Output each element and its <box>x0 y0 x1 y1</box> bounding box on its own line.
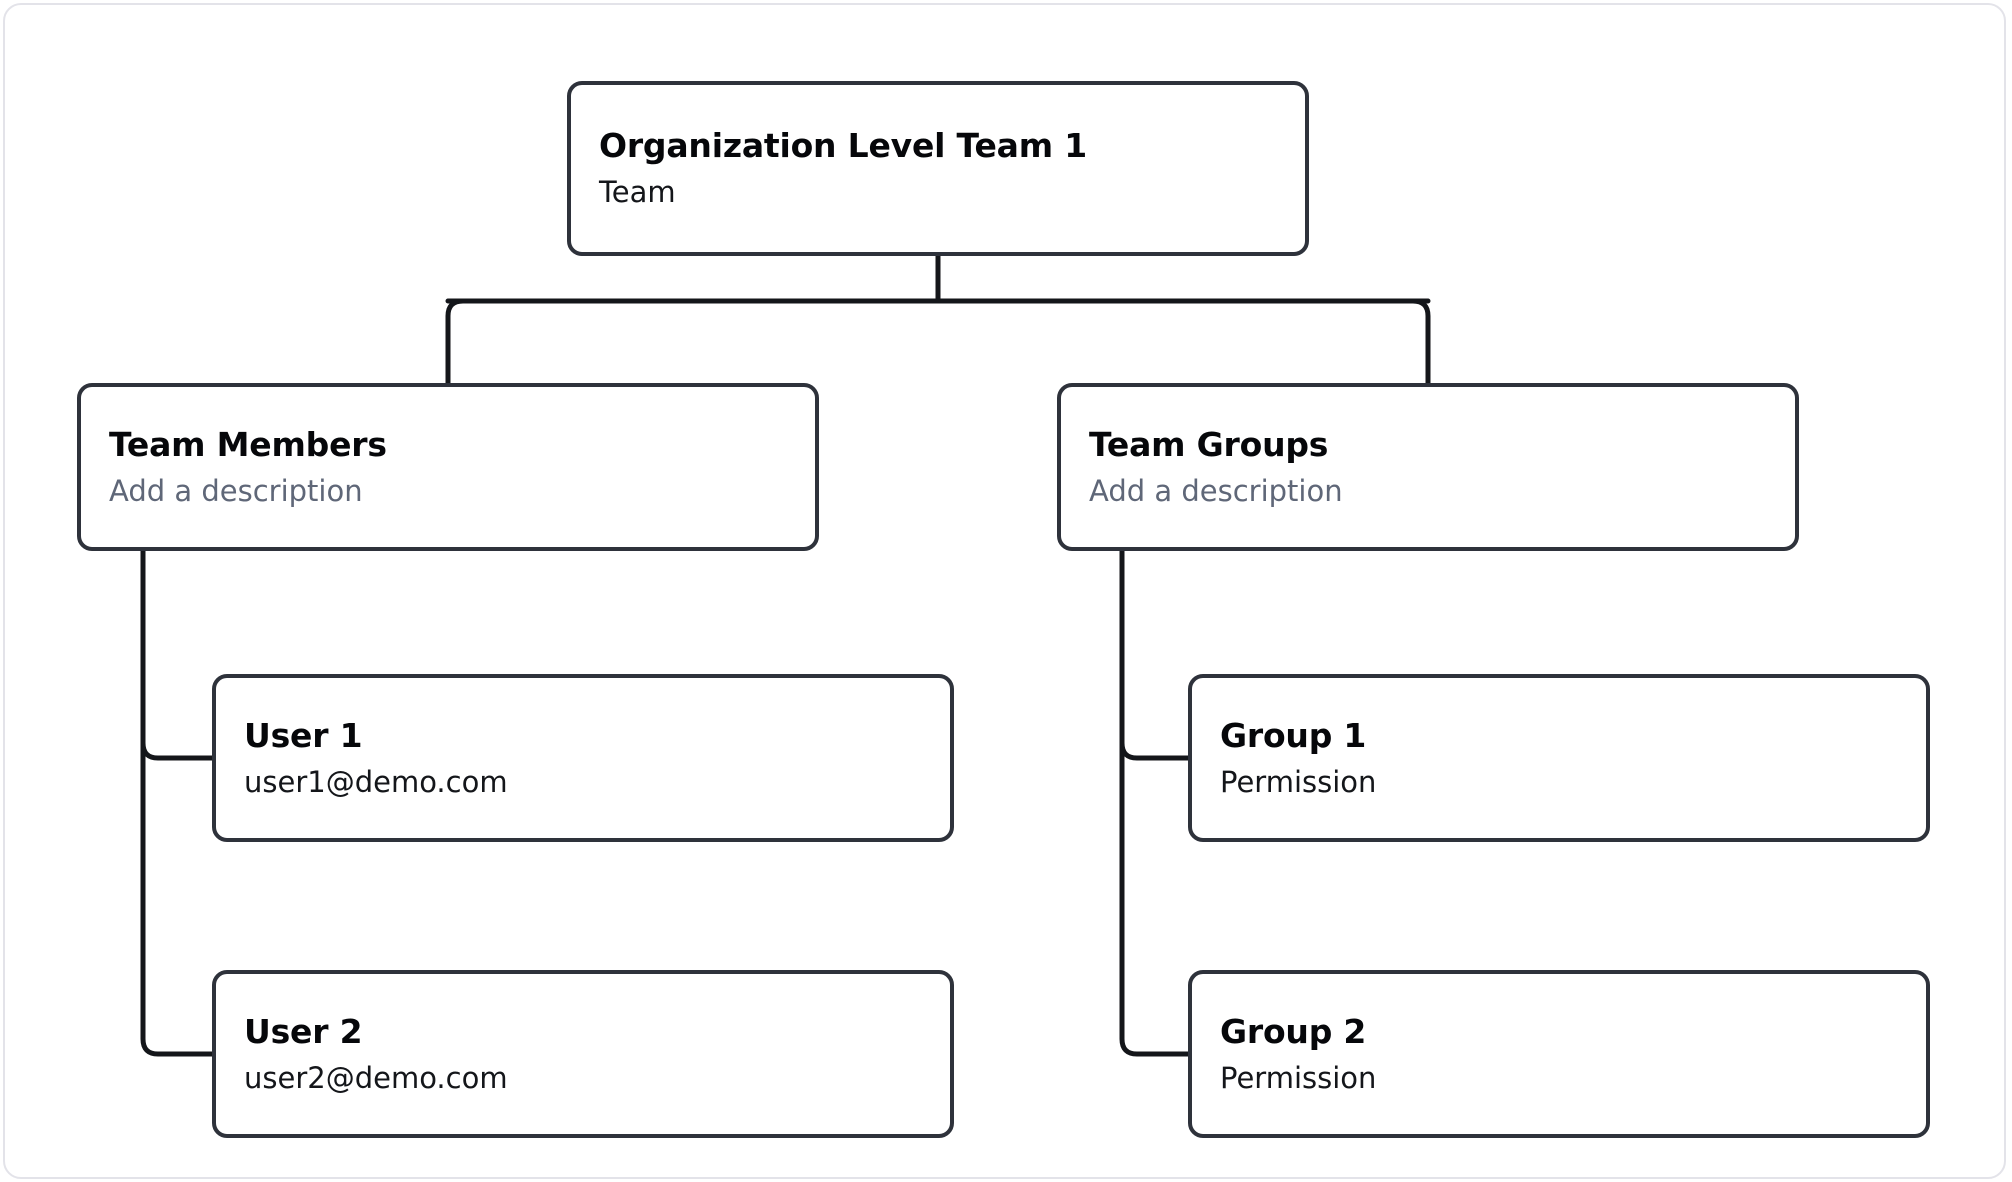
connector-root-to-branches <box>445 253 1431 386</box>
node-title: User 1 <box>244 715 363 755</box>
node-user-2[interactable]: User 2 user2@demo.com <box>212 970 954 1138</box>
node-title: Team Groups <box>1089 424 1329 464</box>
node-subtitle-email: user1@demo.com <box>244 764 508 799</box>
node-subtitle: Team <box>599 175 676 210</box>
node-subtitle-permission: Permission <box>1220 1060 1377 1095</box>
node-group-2[interactable]: Group 2 Permission <box>1188 970 1930 1138</box>
node-subtitle-placeholder: Add a description <box>1089 473 1343 508</box>
node-group-1[interactable]: Group 1 Permission <box>1188 674 1930 842</box>
node-title: Team Members <box>109 424 387 464</box>
org-chart-canvas[interactable]: Organization Level Team 1 Team Team Memb… <box>3 3 2006 1179</box>
node-title: Group 2 <box>1220 1011 1367 1051</box>
node-user-1[interactable]: User 1 user1@demo.com <box>212 674 954 842</box>
connector-members-to-user-1 <box>140 548 215 761</box>
connector-groups-to-group-1 <box>1119 548 1191 761</box>
node-title: Organization Level Team 1 <box>599 126 1087 166</box>
node-subtitle-email: user2@demo.com <box>244 1060 508 1095</box>
connector-members-to-user-2 <box>140 548 215 1057</box>
node-subtitle-placeholder: Add a description <box>109 473 363 508</box>
node-team-groups[interactable]: Team Groups Add a description <box>1057 383 1799 551</box>
node-team-members[interactable]: Team Members Add a description <box>77 383 819 551</box>
connector-groups-to-group-2 <box>1119 548 1191 1057</box>
node-title: Group 1 <box>1220 715 1367 755</box>
node-organization-level-team-1[interactable]: Organization Level Team 1 Team <box>567 81 1309 256</box>
node-title: User 2 <box>244 1011 363 1051</box>
node-subtitle-permission: Permission <box>1220 764 1377 799</box>
